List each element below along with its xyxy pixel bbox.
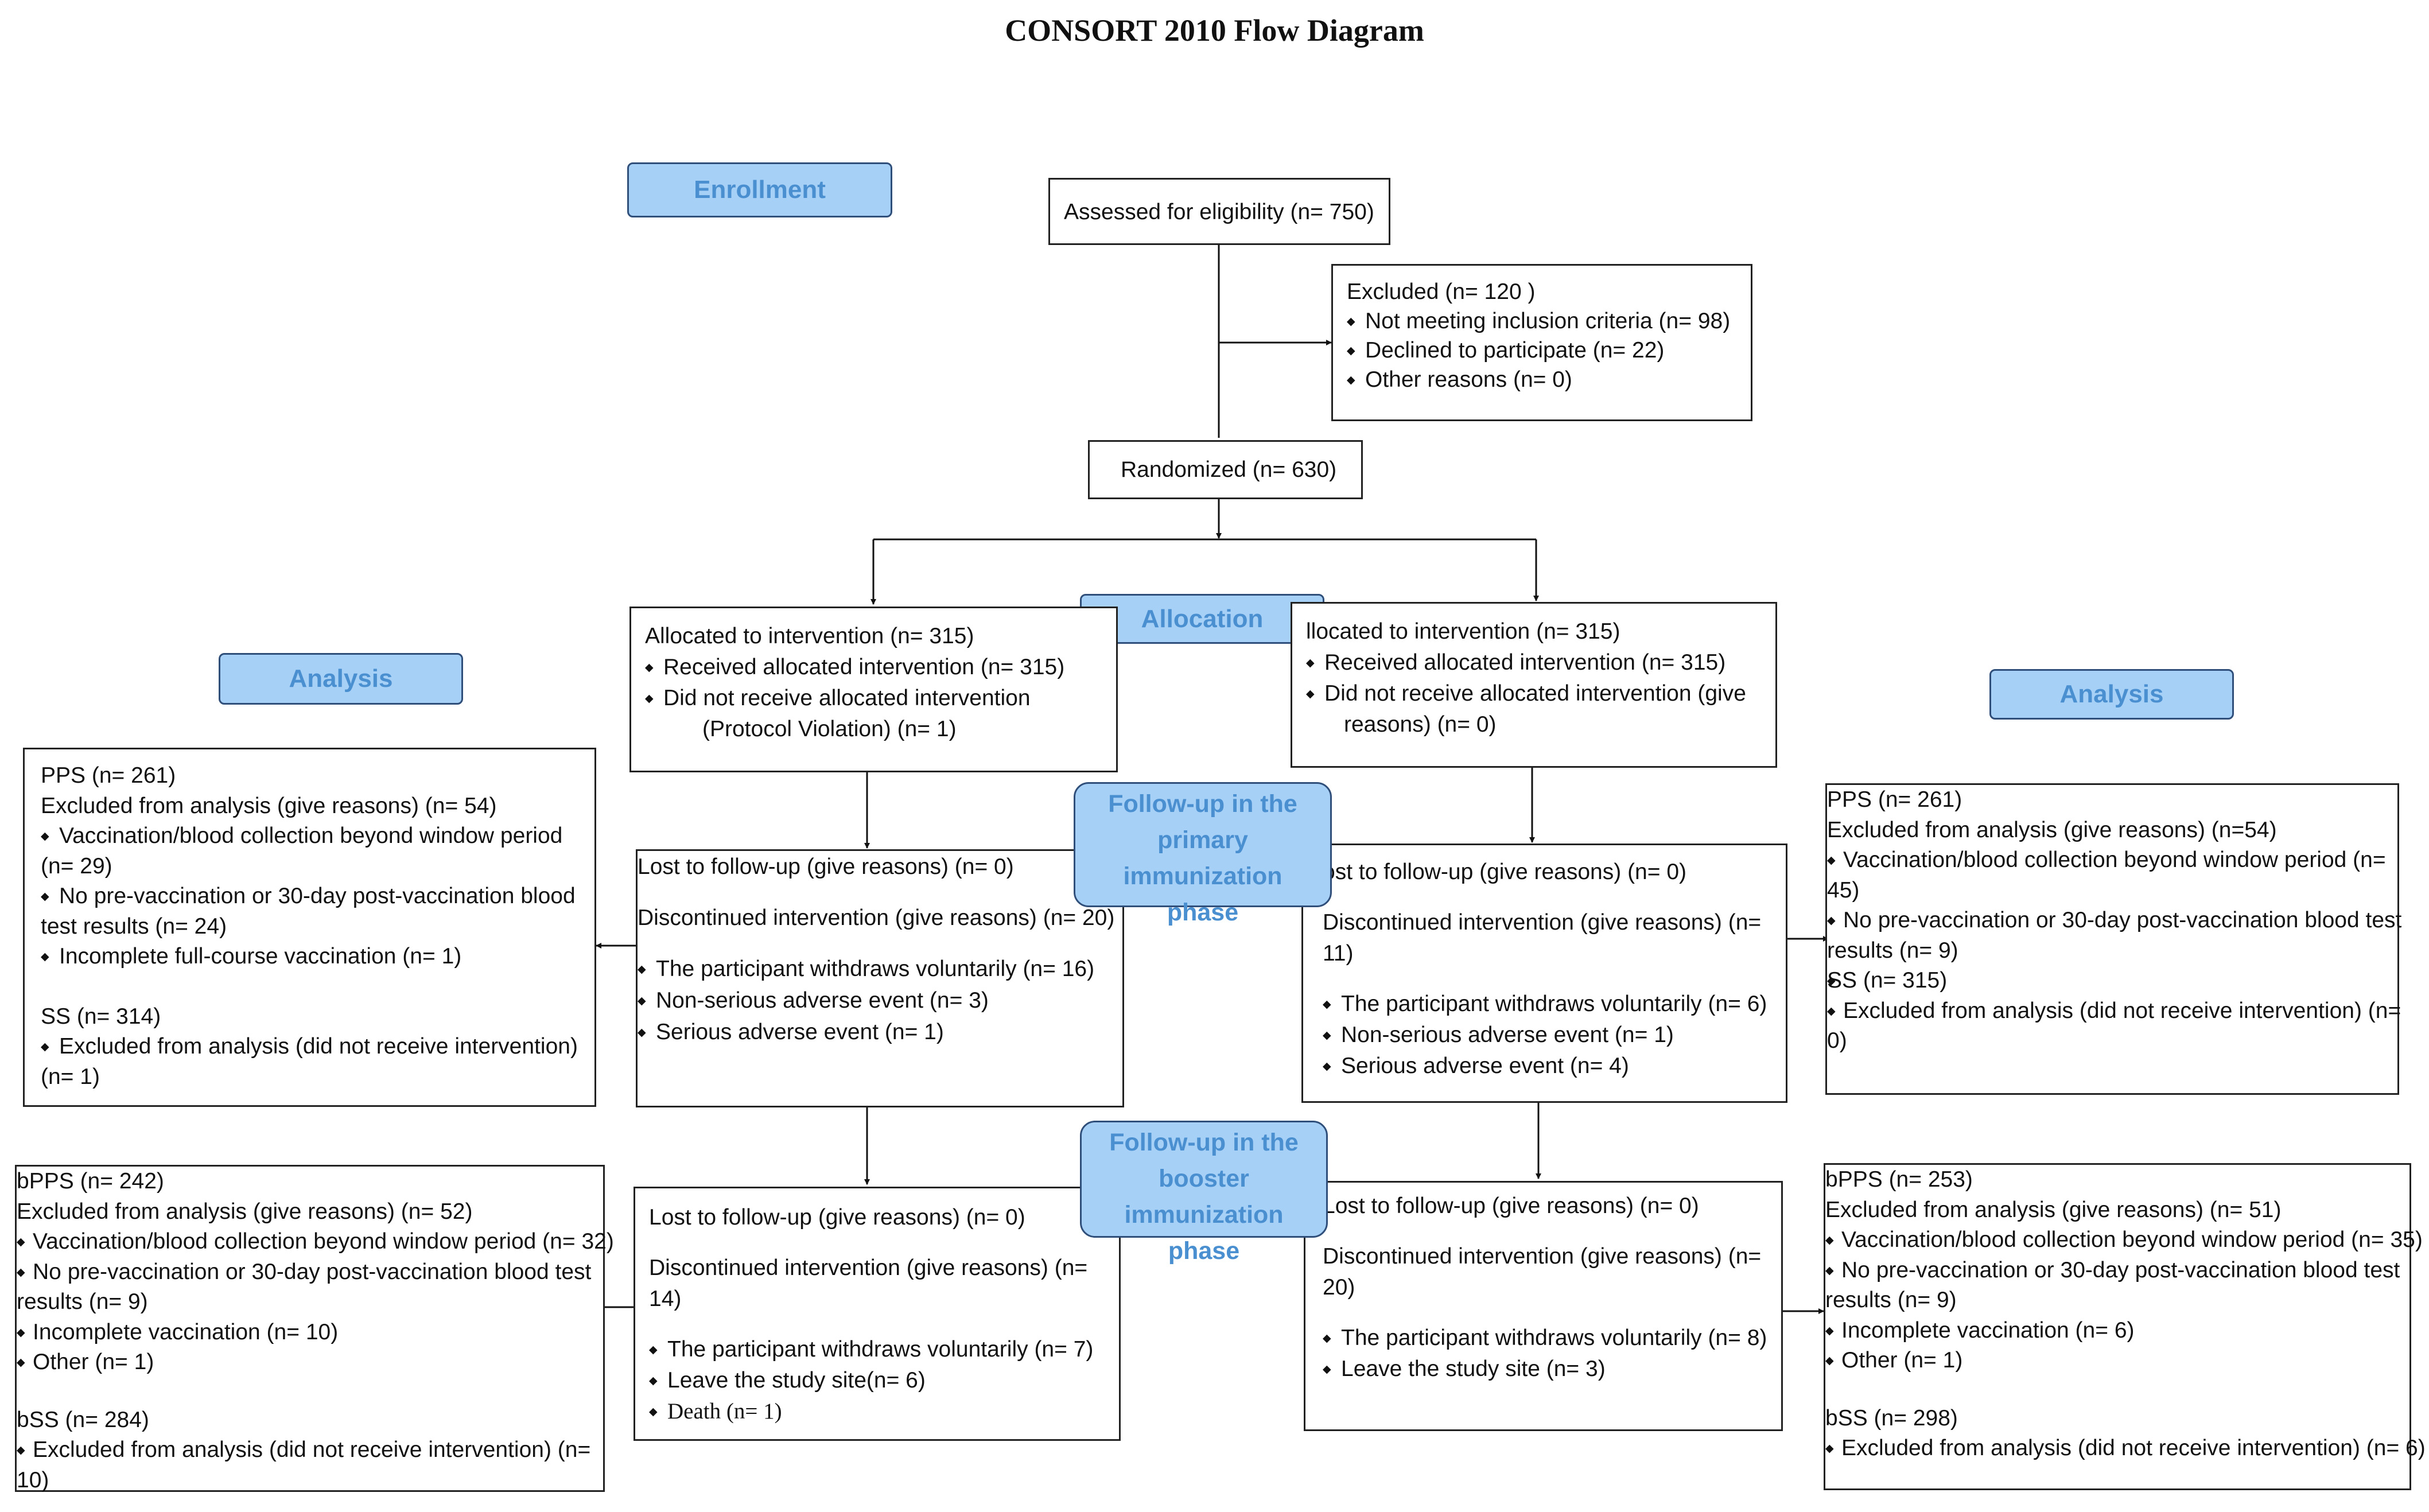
booster-right-discontinued: Discontinued intervention (give reasons)… [1323, 1244, 1762, 1269]
primary-right-box: ost to follow-up (give reasons) (n= 0) D… [1301, 844, 1787, 1103]
analysis-right-booster-item: Incomplete vaccination (n= 6) [1825, 1316, 2396, 1346]
analysis-left-booster-item: Other (n= 1) [17, 1347, 589, 1378]
excluded-item: Other reasons (n= 0) [1347, 365, 1737, 395]
analysis-right-booster-box: bPPS (n= 253) Excluded from analysis (gi… [1824, 1163, 2426, 1490]
booster-left-box: Lost to follow-up (give reasons) (n= 0) … [634, 1187, 1121, 1441]
booster-left-discontinued-count: 14) [649, 1286, 682, 1311]
followup-primary-label: Follow-up in the primary immunization ph… [1074, 782, 1332, 926]
analysis-left-ss: SS (n= 314) [41, 1004, 161, 1029]
analysis-left-booster-box: bPPS (n= 242) Excluded from analysis (gi… [15, 1165, 614, 1492]
booster-right-item: Leave the study site (n= 3) [1323, 1354, 1767, 1385]
analysis-right-excluded: Excluded from analysis (give reasons) (n… [1827, 817, 2277, 842]
analysis-left-item: Incomplete full-course vaccination (n= 1… [41, 942, 581, 972]
analysis-right-item: No pre-vaccination or 30-day post-vaccin… [1827, 905, 2401, 936]
primary-right-item: Serious adverse event (n= 4) [1323, 1051, 1772, 1082]
booster-right-item: The participant withdraws voluntarily (n… [1323, 1323, 1767, 1354]
primary-left-item: Non-serious adverse event (n= 3) [638, 985, 1109, 1017]
analysis-right-primary-box: PPS (n= 261) Excluded from analysis (giv… [1825, 783, 2401, 1095]
analysis-left-excluded: Excluded from analysis (give reasons) (n… [41, 793, 497, 818]
analysis-right-booster-item: No pre-vaccination or 30-day post-vaccin… [1825, 1256, 2400, 1285]
primary-right-lost: ost to follow-up (give reasons) (n= 0) [1323, 860, 1687, 884]
analysis-right-booster-item: Other (n= 1) [1825, 1346, 2396, 1376]
allocated-right-title: llocated to intervention (n= 315) [1306, 619, 1620, 644]
analysis-right-bss: bSS (n= 298) [1825, 1405, 1958, 1431]
analysis-right-booster-item-cont: results (n= 9) [1825, 1288, 1957, 1312]
allocated-left-title: Allocated to intervention (n= 315) [645, 624, 974, 648]
analysis-right-booster-excluded: Excluded from analysis (give reasons) (n… [1825, 1197, 2282, 1222]
analysis-right-bss-item: Excluded from analysis (did not receive … [1825, 1433, 2426, 1464]
analysis-right-bpps: bPPS (n= 253) [1825, 1167, 1973, 1192]
primary-left-discontinued: Discontinued intervention (give reasons)… [638, 905, 1115, 930]
analysis-left-booster-item-cont: results (n= 9) [17, 1289, 148, 1314]
booster-left-lost: Lost to follow-up (give reasons) (n= 0) [649, 1205, 1025, 1230]
enrollment-label: Enrollment [627, 162, 892, 217]
analysis-left-item-cont: (n= 29) [41, 853, 112, 879]
booster-left-item: The participant withdraws voluntarily (n… [649, 1334, 1105, 1366]
randomized-text: Randomized (n= 630) [1121, 457, 1337, 482]
allocated-right-not-received: Did not receive allocated intervention (… [1306, 678, 1762, 710]
diagram-title: CONSORT 2010 Flow Diagram [1005, 13, 1424, 48]
analysis-left-bpps: bPPS (n= 242) [17, 1169, 164, 1194]
booster-left-item: Death (n= 1) [649, 1396, 1105, 1428]
assessed-text: Assessed for eligibility (n= 750) [1064, 200, 1374, 224]
analysis-left-primary-box: PPS (n= 261) Excluded from analysis (giv… [23, 748, 596, 1107]
booster-right-box: Lost to follow-up (give reasons) (n= 0) … [1304, 1181, 1783, 1431]
allocated-left-box: Allocated to intervention (n= 315) Recei… [629, 607, 1118, 772]
primary-left-item: Serious adverse event (n= 1) [638, 1016, 1109, 1048]
allocated-right-box: llocated to intervention (n= 315) Receiv… [1291, 602, 1777, 768]
analysis-right-booster-item: Vaccination/blood collection beyond wind… [1825, 1225, 2423, 1256]
analysis-right-item: Vaccination/blood collection beyond wind… [1827, 845, 2386, 876]
analysis-left-booster-excluded: Excluded from analysis (give reasons) (n… [17, 1199, 473, 1224]
analysis-right-label: Analysis [1989, 669, 2234, 720]
primary-right-discontinued-count: 11) [1323, 941, 1354, 966]
analysis-left-item-cont: test results (n= 24) [41, 914, 227, 939]
primary-right-discontinued: Discontinued intervention (give reasons)… [1323, 910, 1762, 935]
excluded-title: Excluded (n= 120 ) [1347, 279, 1536, 304]
analysis-left-bss-item: Excluded from analysis (did not receive … [17, 1435, 590, 1466]
analysis-right-item-cont: 45) [1827, 877, 1860, 903]
analysis-right-item-cont: results (n= 9) [1827, 938, 1958, 963]
booster-left-item: Leave the study site(n= 6) [649, 1365, 1105, 1397]
analysis-right-pps: PPS (n= 261) [1827, 787, 1962, 812]
analysis-right-ss-item: Excluded from analysis (did not receive … [1827, 996, 2401, 1026]
primary-left-lost: Lost to follow-up (give reasons) (n= 0) [638, 854, 1014, 879]
analysis-left-ss-item: Excluded from analysis (did not receive … [41, 1032, 581, 1062]
analysis-left-item: No pre-vaccination or 30-day post-vaccin… [41, 881, 581, 912]
allocated-left-received: Received allocated intervention (n= 315) [645, 652, 1102, 683]
analysis-left-ss-item-cont: (n= 1) [41, 1064, 100, 1089]
excluded-box: Excluded (n= 120 ) Not meeting inclusion… [1331, 264, 1752, 421]
booster-right-discontinued-count: 20) [1323, 1275, 1355, 1300]
analysis-left-item: Vaccination/blood collection beyond wind… [41, 821, 581, 852]
primary-right-item: Non-serious adverse event (n= 1) [1323, 1020, 1772, 1051]
analysis-left-booster-item: Incomplete vaccination (n= 10) [17, 1317, 589, 1347]
analysis-right-ss: SS (n= 315) [1827, 968, 1948, 993]
analysis-left-bss-item-cont: 10) [17, 1467, 49, 1492]
excluded-item: Declined to participate (n= 22) [1347, 336, 1737, 366]
allocated-right-not-received-detail: reasons) (n= 0) [1344, 712, 1497, 737]
allocated-right-received: Received allocated intervention (n= 315) [1306, 647, 1762, 679]
primary-left-box: Lost to follow-up (give reasons) (n= 0) … [636, 849, 1124, 1107]
booster-right-lost: Lost to follow-up (give reasons) (n= 0) [1323, 1194, 1699, 1218]
analysis-left-booster-item: No pre-vaccination or 30-day post-vaccin… [17, 1257, 591, 1287]
primary-left-item: The participant withdraws voluntarily (n… [638, 953, 1109, 985]
analysis-right-ss-item-cont: 0) [1827, 1028, 1847, 1053]
primary-right-item: The participant withdraws voluntarily (n… [1323, 989, 1772, 1020]
analysis-left-booster-item: Vaccination/blood collection beyond wind… [17, 1227, 614, 1257]
allocated-left-not-received-detail: (Protocol Violation) (n= 1) [702, 717, 957, 741]
analysis-left-pps: PPS (n= 261) [41, 763, 176, 788]
assessed-box: Assessed for eligibility (n= 750) [1048, 178, 1390, 245]
followup-booster-label: Follow-up in the booster immunization ph… [1080, 1121, 1328, 1265]
allocated-left-not-received: Did not receive allocated intervention [645, 683, 1102, 714]
analysis-left-bss: bSS (n= 284) [17, 1407, 149, 1432]
excluded-item: Not meeting inclusion criteria (n= 98) [1347, 306, 1737, 336]
analysis-left-label: Analysis [219, 653, 463, 705]
randomized-box: Randomized (n= 630) [1088, 440, 1363, 499]
booster-left-discontinued: Discontinued intervention (give reasons)… [649, 1256, 1088, 1280]
